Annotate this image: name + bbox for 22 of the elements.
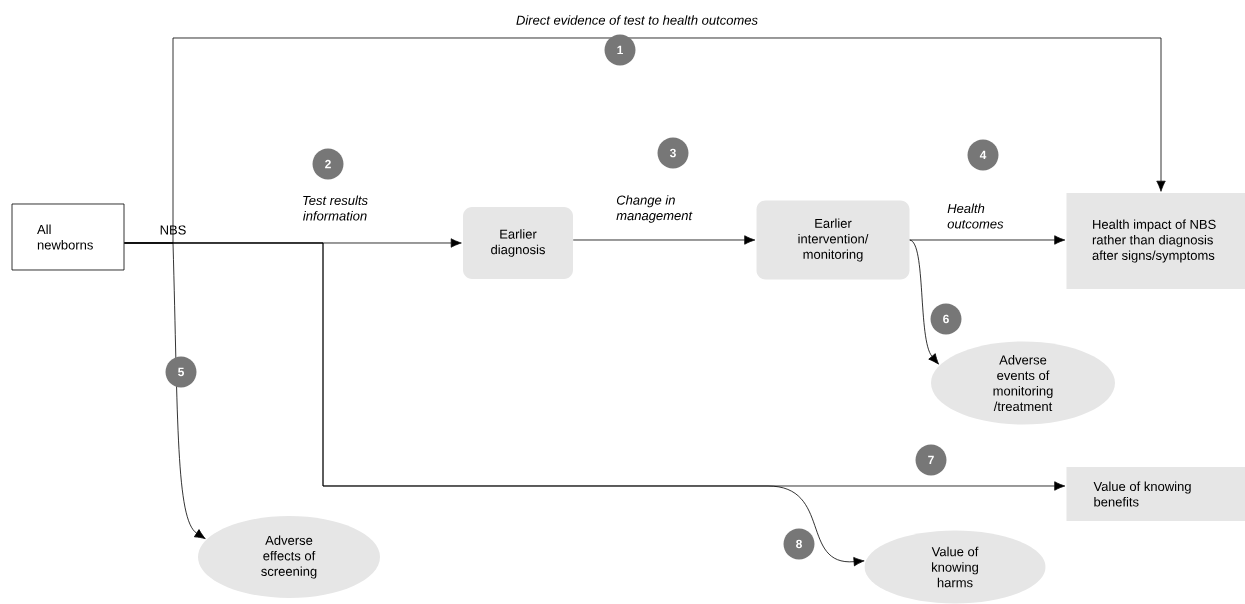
callout-number: 8: [783, 528, 815, 560]
edge-label: Test results information: [303, 195, 368, 221]
edge-label: Health outcomes: [947, 203, 1004, 229]
outcome-box: Health impact of NBS rather than diagnosis after signs/symptoms: [1066, 193, 1245, 289]
callout-number: 4: [967, 139, 999, 171]
line-label: NBS: [160, 225, 186, 235]
outcome-box: Value of knowing benefits: [1066, 467, 1245, 521]
callout-number: 2: [312, 148, 344, 180]
process-box: Earlier diagnosis: [463, 207, 573, 279]
callout-number: 7: [915, 444, 947, 476]
arrow: [909, 239, 939, 365]
arrow: [909, 235, 1066, 245]
callout-number: 3: [657, 137, 689, 169]
callout-number: 1: [604, 34, 636, 66]
callout-number: 6: [930, 303, 962, 335]
process-box: Earlier intervention/ monitoring: [756, 200, 910, 280]
edge-label: Change in management: [616, 195, 693, 223]
start-box: All newborns: [11, 203, 125, 271]
callout-number: 5: [165, 356, 197, 388]
edge-label: Direct evidence of test to health outcomes: [516, 15, 758, 25]
arrow: [124, 242, 865, 567]
arrow: [572, 235, 756, 245]
